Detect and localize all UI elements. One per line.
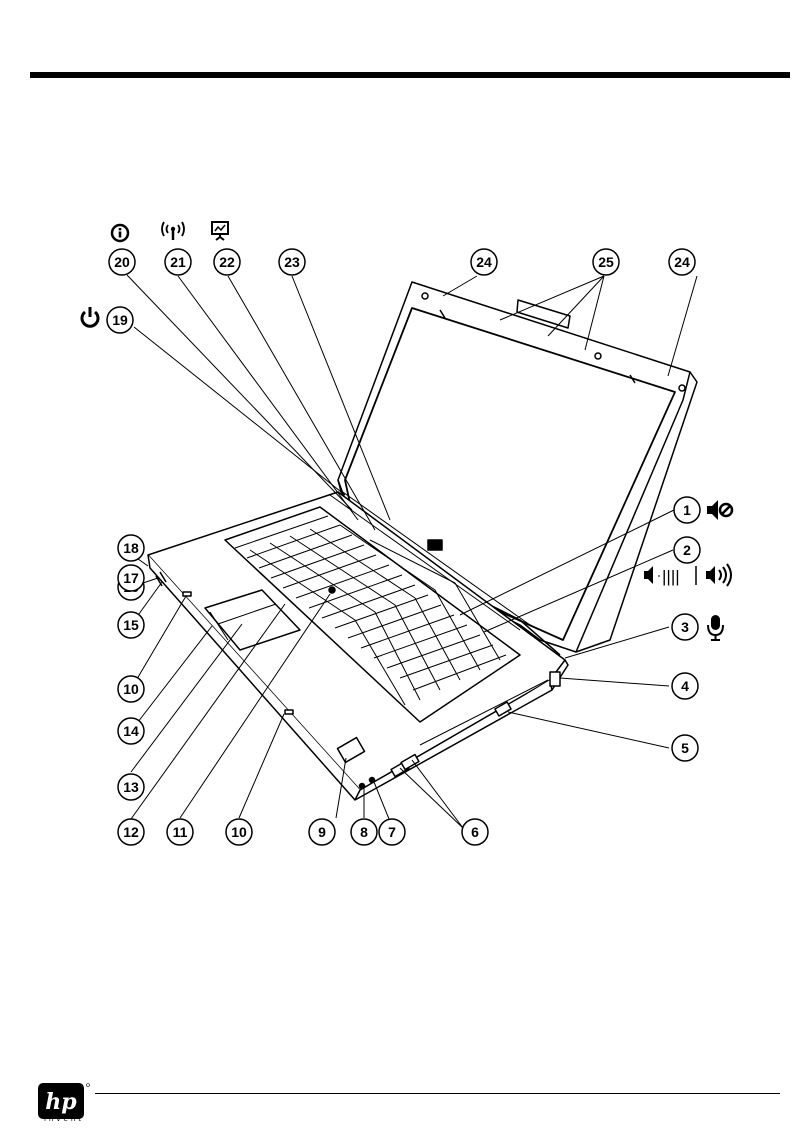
callout-7: 7 bbox=[379, 819, 405, 845]
callout-10: 10 bbox=[118, 676, 144, 702]
callout-number: 2 bbox=[683, 542, 691, 558]
callout-number: 11 bbox=[173, 824, 188, 840]
callout-number: 14 bbox=[123, 723, 139, 739]
callout-11: 11 bbox=[167, 819, 193, 845]
callout-number: 24 bbox=[674, 254, 690, 270]
callout-17: 17 bbox=[118, 565, 144, 591]
callout-8: 8 bbox=[351, 819, 377, 845]
callout-number: 10 bbox=[123, 681, 139, 697]
pointing-stick bbox=[329, 587, 335, 593]
mute-icon bbox=[707, 500, 732, 520]
callout-13: 13 bbox=[118, 774, 144, 800]
presentation-icon bbox=[212, 222, 228, 240]
callout-24: 24 bbox=[471, 249, 497, 275]
volume-scroll-glyph: |||| bbox=[662, 567, 680, 586]
callout-number: 18 bbox=[123, 540, 139, 556]
wireless-icon bbox=[162, 222, 184, 240]
callout-number: 17 bbox=[123, 570, 139, 586]
callout-9: 9 bbox=[309, 819, 335, 845]
callout-4: 4 bbox=[672, 673, 698, 699]
callout-number: 24 bbox=[476, 254, 492, 270]
callout-21: 21 bbox=[165, 249, 191, 275]
callout-23: 23 bbox=[279, 249, 305, 275]
callout-5: 5 bbox=[672, 735, 698, 761]
callout-2: 2 bbox=[674, 537, 700, 563]
laptop-illustration bbox=[148, 282, 697, 800]
callout-25: 25 bbox=[593, 249, 619, 275]
callout-14: 14 bbox=[118, 718, 144, 744]
info-icon bbox=[112, 225, 128, 241]
hp-tagline: invent bbox=[36, 1115, 92, 1123]
volume-scroll-icon: |||| bbox=[644, 564, 731, 586]
callout-20: 20 bbox=[109, 249, 135, 275]
callout-number: 8 bbox=[360, 824, 368, 840]
callout-number: 19 bbox=[112, 312, 128, 328]
hp-logo-text: hp bbox=[45, 1089, 77, 1115]
microphone-icon bbox=[708, 615, 723, 640]
callout-number: 7 bbox=[388, 824, 396, 840]
callout-number: 1 bbox=[683, 502, 691, 518]
footer-rule bbox=[95, 1093, 780, 1094]
callout-number: 9 bbox=[318, 824, 326, 840]
callout-10: 10 bbox=[226, 819, 252, 845]
callout-19: 19 bbox=[107, 307, 133, 333]
callout-number: 12 bbox=[123, 824, 139, 840]
callout-24: 24 bbox=[669, 249, 695, 275]
callout-number: 23 bbox=[284, 254, 300, 270]
callout-3: 3 bbox=[672, 614, 698, 640]
callout-18: 18 bbox=[118, 535, 144, 561]
callout-number: 20 bbox=[114, 254, 130, 270]
callout-number: 21 bbox=[170, 254, 186, 270]
callout-6: 6 bbox=[462, 819, 488, 845]
callout-number: 4 bbox=[681, 678, 689, 694]
power-icon bbox=[82, 307, 98, 326]
callout-12: 12 bbox=[118, 819, 144, 845]
callout-number: 10 bbox=[231, 824, 247, 840]
callout-number: 6 bbox=[471, 824, 479, 840]
callout-number: 25 bbox=[598, 254, 614, 270]
callout-15: 15 bbox=[118, 612, 144, 638]
callout-number: 22 bbox=[219, 254, 235, 270]
callout-number: 5 bbox=[681, 740, 689, 756]
callout-number: 15 bbox=[123, 617, 139, 633]
callout-number: 3 bbox=[681, 619, 689, 635]
callout-number: 13 bbox=[123, 779, 139, 795]
callout-1: 1 bbox=[674, 497, 700, 523]
callout-22: 22 bbox=[214, 249, 240, 275]
